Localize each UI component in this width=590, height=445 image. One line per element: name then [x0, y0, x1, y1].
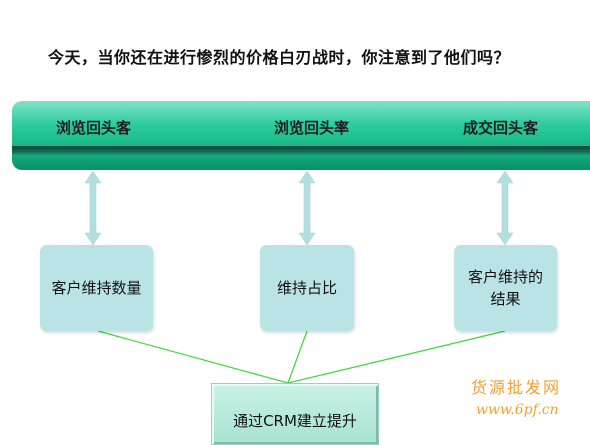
box-customer-retention-count: 客户维持数量 [40, 245, 153, 331]
watermark-text: 货源批发网 [471, 378, 562, 397]
box-label: 客户维持的 结果 [467, 268, 543, 308]
banner-stripe [12, 146, 590, 155]
box-label: 维持占比 [276, 279, 337, 297]
double-arrow-right [496, 170, 514, 246]
banner-label-deal-returning-customers: 成交回头客 [463, 119, 539, 137]
watermark-url: www.6pf.cn [476, 402, 559, 418]
connector-layer [84, 170, 514, 384]
base-label: 通过CRM建立提升 [233, 412, 357, 430]
page-title: 今天，当你还在进行惨烈的价格白刃战时，你注意到了他们吗？ [48, 48, 511, 67]
banner-label-browse-return-rate: 浏览回头率 [274, 119, 350, 137]
base-crm-box: 通过CRM建立提升 [211, 383, 379, 445]
connector-line-left [97, 330, 289, 384]
connector-line-right [287, 330, 506, 384]
box-retention-ratio: 维持占比 [260, 245, 354, 331]
double-arrow-left [84, 170, 102, 246]
banner-label-browse-returning-customers: 浏览回头客 [56, 119, 132, 137]
connector-line-middle [287, 330, 308, 384]
header-banner: 浏览回头客 浏览回头率 成交回头客 [12, 101, 590, 170]
double-arrow-middle [298, 170, 316, 246]
box-retention-result: 客户维持的 结果 [454, 245, 557, 331]
box-label: 客户维持数量 [51, 279, 142, 297]
